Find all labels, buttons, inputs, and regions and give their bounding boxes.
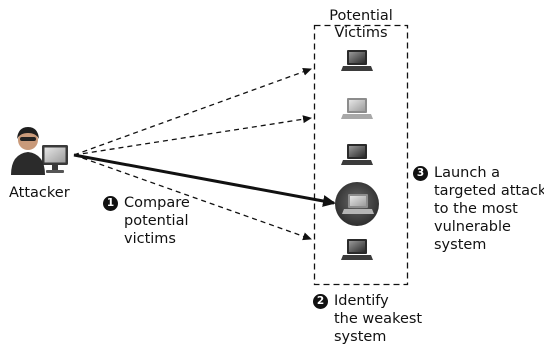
- arrow-to-victim-1: [73, 67, 312, 156]
- step-1-line-2: potential: [124, 213, 189, 229]
- weakest-system-highlight: [335, 182, 379, 226]
- step-3-line-2: targeted attack: [434, 183, 544, 199]
- potential-victims-title: Potential Victims: [316, 8, 406, 42]
- attacker-icon: [11, 127, 68, 175]
- step-2-identify: 2 Identify the weakest system: [313, 292, 422, 346]
- attacker-label: Attacker: [9, 185, 70, 201]
- potential-victims-box: [313, 24, 409, 286]
- victims-title-line-2: Victims: [334, 25, 388, 41]
- victim-laptop-3: [341, 144, 373, 165]
- victim-laptop-1: [341, 50, 373, 71]
- victim-laptop-5: [341, 239, 373, 260]
- step-3-line-4: vulnerable: [434, 219, 511, 235]
- arrow-to-victim-2: [73, 115, 312, 156]
- step-1-line-1: Compare: [124, 195, 190, 211]
- step-3-line-1: Launch a: [434, 165, 501, 181]
- step-3-number: 3: [413, 166, 428, 181]
- victim-laptop-2: [341, 98, 373, 119]
- step-3-line-3: to the most: [434, 201, 518, 217]
- step-3-launch: 3 Launch a targeted attack to the most vu…: [413, 164, 544, 254]
- step-2-line-2: the weakest: [334, 311, 423, 327]
- step-1-compare: 1 Compare potential victims: [103, 194, 190, 248]
- victims-title-line-1: Potential: [329, 8, 393, 24]
- step-3-line-5: system: [434, 237, 487, 253]
- arrow-to-victim-5: [73, 154, 312, 241]
- step-1-number: 1: [103, 196, 118, 211]
- victim-laptop-4: [342, 194, 374, 214]
- targeted-attack-arrow: [73, 153, 336, 207]
- step-2-number: 2: [313, 294, 328, 309]
- step-1-line-3: victims: [124, 231, 176, 247]
- step-2-line-1: Identify: [334, 293, 389, 309]
- step-2-line-3: system: [334, 329, 387, 345]
